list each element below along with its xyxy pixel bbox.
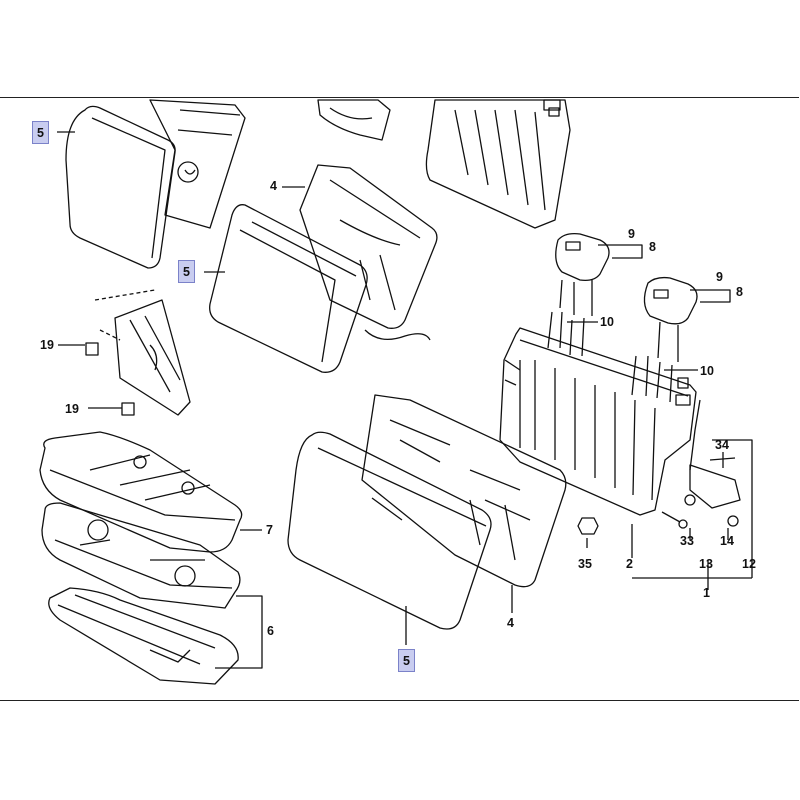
diagram-frame <box>0 97 799 701</box>
callout-13: 13 <box>699 557 713 571</box>
seat-cushion-upper <box>39 431 243 553</box>
callout-34: 34 <box>715 438 729 452</box>
backrest-frame-top-left <box>149 99 246 229</box>
callout-8-headrest-b: 8 <box>736 285 743 299</box>
callout-6-seat-pan: 6 <box>267 624 274 638</box>
callout-5-backrest-cushion-lower: 5 <box>398 649 415 672</box>
callout-10-guide-a: 10 <box>600 315 614 329</box>
seat-frame-lower <box>41 502 241 609</box>
callout-1: 1 <box>703 586 710 600</box>
nut-35 <box>577 517 599 535</box>
callout-19-latch-b: 19 <box>65 402 79 416</box>
callout-4-backrest-frame-middle: 4 <box>270 179 277 193</box>
callout-9-headrest-a: 9 <box>628 227 635 241</box>
backrest-frame-lower <box>361 394 567 588</box>
callout-14: 14 <box>720 534 734 548</box>
seat-back-frame-right <box>499 327 697 516</box>
headrest-upper <box>555 232 610 282</box>
callout-35: 35 <box>578 557 592 571</box>
callout-12: 12 <box>742 557 756 571</box>
backrest-frame-middle <box>299 164 438 329</box>
hinge-bracket <box>689 464 741 509</box>
callout-5-backrest-cushion-middle: 5 <box>178 260 195 283</box>
backrest-cushion-lower <box>287 431 492 630</box>
seat-pan <box>48 587 239 685</box>
seat-latch-bracket <box>114 299 191 416</box>
backrest-cushion-top-left <box>65 105 176 269</box>
callout-2: 2 <box>626 557 633 571</box>
callout-9-headrest-b: 9 <box>716 270 723 284</box>
callout-8-headrest-a: 8 <box>649 240 656 254</box>
callout-33: 33 <box>680 534 694 548</box>
callout-5-backrest-cushion-top: 5 <box>32 121 49 144</box>
backrest-cushion-middle <box>209 204 368 373</box>
callout-4-backrest-frame-lower: 4 <box>507 616 514 630</box>
callout-19-latch-a: 19 <box>40 338 54 352</box>
callout-7-seat-cushion: 7 <box>266 523 273 537</box>
callout-10-guide-b: 10 <box>700 364 714 378</box>
seat-back-frame-top-right <box>425 99 571 229</box>
headrest-right <box>643 276 698 325</box>
